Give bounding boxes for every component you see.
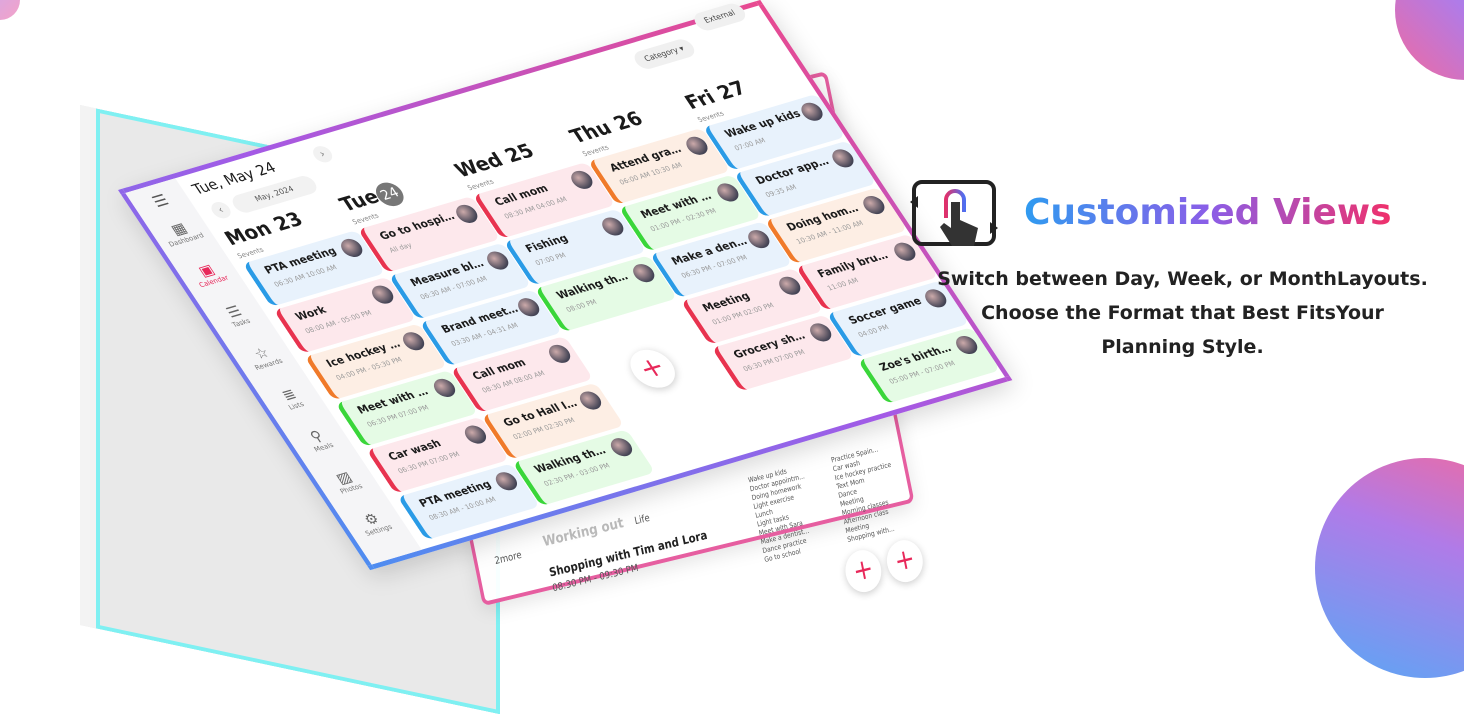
promo-line: Choose the Format that Best FitsYour — [981, 302, 1384, 324]
next-day-button[interactable]: › — [309, 144, 336, 165]
decor-circle — [1315, 458, 1464, 678]
add-event-button[interactable]: + — [841, 546, 885, 596]
decor-circle — [1395, 0, 1464, 80]
category-label: Category — [642, 45, 681, 64]
more-link[interactable]: 2more — [493, 549, 523, 568]
promo-description: Switch between Day, Week, or MonthLayout… — [905, 262, 1460, 364]
promo-line: Planning Style. — [1101, 336, 1264, 358]
add-event-button[interactable]: + — [621, 345, 684, 393]
add-event-button[interactable]: + — [883, 536, 927, 586]
touch-switch-icon — [910, 180, 998, 246]
event-tag: Life — [633, 512, 651, 528]
category-filter[interactable]: Category ▾ — [630, 37, 699, 72]
promo-title: Customized Views — [1024, 192, 1392, 233]
external-filter[interactable]: External — [690, 1, 750, 33]
decor-circle — [0, 0, 20, 20]
prev-month-button[interactable]: ‹ — [207, 200, 235, 221]
promo-line: Switch between Day, Week, or MonthLayout… — [937, 268, 1428, 290]
event-title: Working out — [541, 515, 625, 551]
